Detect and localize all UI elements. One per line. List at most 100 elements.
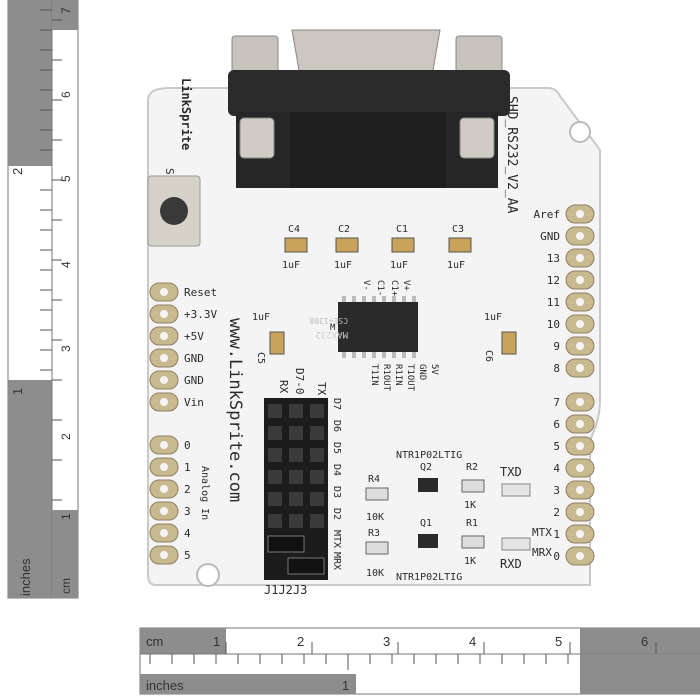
- header-col-d7: D7: [331, 398, 342, 410]
- digital-header: Aref GND 13 12 11 10 9 8 7 6 5 4 3 2 1 0: [534, 204, 595, 566]
- ruler-cm-6: 6: [59, 91, 73, 98]
- dpin-label-0: 0: [553, 550, 560, 563]
- dpin-label-5: 5: [553, 440, 560, 453]
- db9-connector: [228, 29, 510, 188]
- header-col-mrx: MRX: [331, 552, 342, 570]
- board-logo: LinkSprite: [179, 78, 193, 150]
- chip-pin-5v: 5V: [429, 364, 439, 375]
- cap-label-c4: C4: [288, 224, 300, 235]
- cap-row: C4 C2 C1 C3 1uF 1uF 1uF 1uF: [282, 224, 472, 271]
- horizontal-ruler: cm 1 2 3 4 5 6 inches 1: [139, 627, 700, 695]
- ruler-cm-3: 3: [59, 345, 73, 352]
- ruler-cm-4: 4: [59, 261, 73, 268]
- resistor-r2: R2: [466, 462, 478, 473]
- analog-label-4: 4: [184, 527, 191, 540]
- dpin-label-1: 1: [553, 528, 560, 541]
- hruler-cm-6: 6: [641, 634, 648, 649]
- push-switch: S1: [147, 168, 201, 247]
- dpin-label-gnd: GND: [540, 230, 560, 243]
- header-col-d4: D4: [331, 464, 342, 476]
- hruler-inch-1: 1: [342, 678, 349, 693]
- resistor-r2-value: 1K: [464, 500, 476, 511]
- ruler-cm-label: cm: [59, 578, 73, 594]
- side-caps: 1uF C5 1uF C6: [252, 312, 517, 364]
- header-col-d3: D3: [331, 486, 342, 498]
- chip-ref: M: [330, 323, 336, 333]
- ruler-inches-label: inches: [18, 558, 33, 596]
- pin-label-reset: Reset: [184, 286, 217, 299]
- analog-label-1: 1: [184, 461, 191, 474]
- cap-c6-value: 1uF: [484, 312, 502, 323]
- chip-pin-r1in: R1IN: [393, 364, 403, 386]
- chip-pin-t1out: T1OUT: [405, 364, 415, 392]
- analog-label-2: 2: [184, 483, 191, 496]
- chip-pin-r1out: R1OUT: [381, 364, 391, 392]
- header-col-d2: D2: [331, 508, 342, 520]
- chip-label: MAX232: [315, 329, 348, 339]
- dpin-label-4: 4: [553, 462, 560, 475]
- resistor-r1: R1: [466, 518, 478, 529]
- analog-label-5: 5: [184, 549, 191, 562]
- board-model: SHD_RS232_V2_AA: [504, 96, 519, 214]
- dpin-label-3: 3: [553, 484, 560, 497]
- transistor-q1: Q1: [420, 518, 432, 529]
- pin-label-5v: +5V: [184, 330, 204, 343]
- ruler-cm-7: 7: [59, 7, 73, 14]
- hruler-cm-label: cm: [146, 634, 163, 649]
- chip-pin-gnd: GND: [417, 364, 427, 380]
- chip-pin-v-minus: V-: [361, 280, 371, 291]
- cap-value-c3: 1uF: [447, 260, 465, 271]
- dpin-label-6: 6: [553, 418, 560, 431]
- analog-title: Analog In: [199, 466, 210, 520]
- analog-label-3: 3: [184, 505, 191, 518]
- jumper-labels: J1J2J3: [264, 583, 307, 597]
- resistor-r4-value: 10K: [366, 512, 384, 523]
- pin-label-vin: Vin: [184, 396, 204, 409]
- cap-value-c2: 1uF: [334, 260, 352, 271]
- cap-label-c1: C1: [396, 224, 408, 235]
- dpin-label-7: 7: [553, 396, 560, 409]
- analog-header: 0 1 2 3 4 5 Analog In: [149, 435, 210, 565]
- led-section: TXD MTX MRX RXD: [500, 465, 552, 571]
- cap-c6-label: C6: [483, 350, 494, 362]
- transistor-part-top: NTR1P02LTIG: [396, 450, 462, 461]
- dpin-label-12: 12: [547, 274, 560, 287]
- led-label-mtx: MTX: [532, 526, 552, 539]
- resistor-r4: R4: [368, 474, 380, 485]
- led-label-txd: TXD: [500, 465, 522, 479]
- header-col-d6: D6: [331, 420, 342, 432]
- ruler-inch-1: 1: [10, 388, 25, 395]
- cap-value-c1: 1uF: [390, 260, 408, 271]
- dpin-label-8: 8: [553, 362, 560, 375]
- dpin-label-10: 10: [547, 318, 560, 331]
- dpin-label-11: 11: [547, 296, 560, 309]
- cap-label-c3: C3: [452, 224, 464, 235]
- resistor-r3-value: 10K: [366, 568, 384, 579]
- dpin-label-aref: Aref: [534, 208, 561, 221]
- transistor-part-bottom: NTR1P02LTIG: [396, 572, 462, 583]
- d-label: D7-0: [293, 368, 306, 395]
- chip-pin-t1in: T1IN: [369, 364, 379, 386]
- ruler-cm-5: 5: [59, 175, 73, 182]
- resistor-r1-value: 1K: [464, 556, 476, 567]
- chip-pin-v-plus: V+: [401, 280, 411, 291]
- hruler-inches-label: inches: [146, 678, 184, 693]
- transistor-section: NTR1P02LTIG Q2 Q1 NTR1P02LTIG R4 10K R3 …: [365, 450, 485, 583]
- hruler-cm-5: 5: [555, 634, 562, 649]
- max232-chip: V- C1- C1+ V+ M CSE+1308 MAX232 5V GND T…: [309, 280, 439, 392]
- vertical-ruler: 1 2 inches 1 2 3 4 5 6 7 cm: [7, 0, 79, 599]
- dpin-label-2: 2: [553, 506, 560, 519]
- hruler-cm-1: 1: [213, 634, 220, 649]
- cap-c5-label: C5: [255, 352, 266, 364]
- hruler-cm-4: 4: [469, 634, 476, 649]
- led-label-mrx: MRX: [532, 546, 552, 559]
- resistor-r3: R3: [368, 528, 380, 539]
- dpin-label-9: 9: [553, 340, 560, 353]
- pin-label-gnd-1: GND: [184, 352, 204, 365]
- led-label-rxd: RXD: [500, 557, 522, 571]
- hruler-cm-2: 2: [297, 634, 304, 649]
- rx-label: RX: [277, 380, 290, 394]
- chip-pin-c1-minus: C1-: [375, 280, 385, 296]
- cap-value-c4: 1uF: [282, 260, 300, 271]
